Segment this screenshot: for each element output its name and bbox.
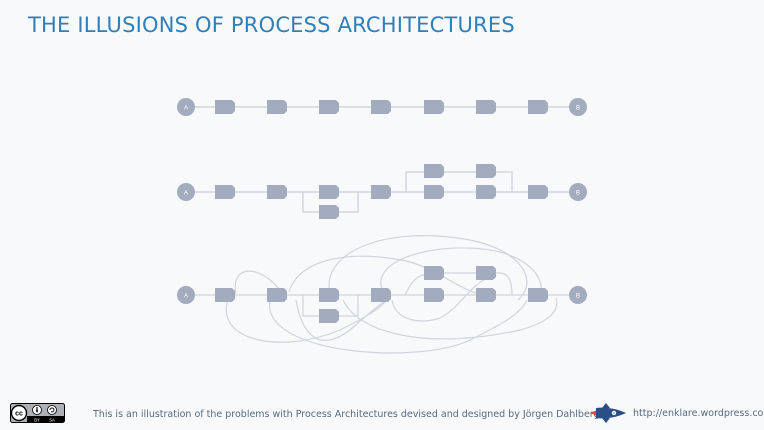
process-step — [267, 185, 287, 199]
svg-text:cc: cc — [15, 411, 23, 418]
process-step — [528, 100, 548, 114]
tangled-connectors — [186, 235, 578, 354]
process-step — [424, 100, 444, 114]
end-node — [569, 183, 587, 201]
start-node-label: A — [184, 294, 188, 300]
process-step — [319, 100, 339, 114]
end-node — [569, 286, 587, 304]
process-step — [528, 288, 548, 302]
process-step — [528, 185, 548, 199]
process-step — [476, 100, 496, 114]
start-node-label: A — [184, 106, 188, 112]
process-step — [424, 185, 444, 199]
process-step — [371, 288, 391, 302]
process-step — [476, 266, 496, 280]
license-label: SA — [49, 417, 55, 422]
end-node-label: B — [576, 191, 580, 197]
start-node — [177, 286, 195, 304]
footer-link[interactable]: http://enklare.wordpress.com — [633, 408, 764, 419]
process-step — [371, 100, 391, 114]
cc-by-sa-icon[interactable]: cc BY SA — [10, 403, 65, 423]
process-step — [215, 288, 235, 302]
page-title: THE ILLUSIONS OF PROCESS ARCHITECTURES — [28, 13, 515, 37]
process-step — [319, 288, 339, 302]
license-label: BY — [34, 417, 40, 422]
process-step — [476, 288, 496, 302]
diagram-row-tangled: A B — [177, 235, 587, 354]
process-step — [267, 288, 287, 302]
process-step — [476, 164, 496, 178]
end-node-label: B — [576, 294, 580, 300]
process-step — [424, 288, 444, 302]
rocket-icon — [590, 403, 626, 423]
end-node-label: B — [576, 106, 580, 112]
process-step — [319, 205, 339, 219]
process-step — [424, 164, 444, 178]
start-node-label: A — [184, 191, 188, 197]
start-node — [177, 98, 195, 116]
process-step — [267, 100, 287, 114]
process-step — [215, 100, 235, 114]
diagram-row-linear: A B — [177, 98, 587, 116]
process-step — [215, 185, 235, 199]
process-step — [371, 185, 391, 199]
end-node — [569, 98, 587, 116]
process-step — [319, 185, 339, 199]
process-step — [424, 266, 444, 280]
diagram-row-branching: A B — [177, 164, 587, 219]
start-node — [177, 183, 195, 201]
process-step — [476, 185, 496, 199]
footer-description: This is an illustration of the problems … — [93, 409, 600, 420]
process-step — [319, 309, 339, 323]
